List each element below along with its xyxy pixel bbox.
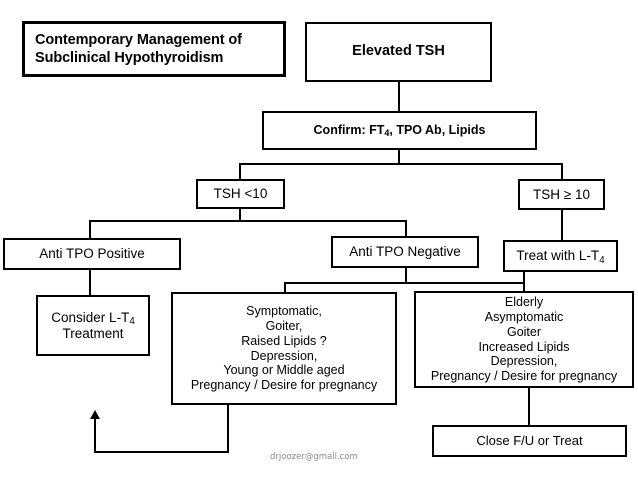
node-anti-tpo-positive-label: Anti TPO Positive: [39, 246, 145, 262]
node-criteria-elderly[interactable]: Elderly Asymptomatic Goiter Increased Li…: [414, 291, 634, 388]
criteria-elderly-line-6: Pregnancy / Desire for pregnancy: [430, 369, 618, 383]
node-treat-prefix: Treat with L-T: [516, 248, 600, 264]
node-tsh-high-label: TSH ≥ 10: [533, 186, 590, 202]
node-close-fu-or-treat[interactable]: Close F/U or Treat: [432, 425, 627, 457]
criteria-young-line-1: Symptomatic,: [246, 304, 322, 319]
node-anti-tpo-negative-label: Anti TPO Negative: [349, 244, 461, 260]
connector-positive-to-consider: [89, 270, 91, 295]
node-anti-tpo-positive[interactable]: Anti TPO Positive: [3, 238, 181, 270]
node-treat-with-lt4[interactable]: Treat with L-T4: [503, 240, 618, 272]
node-tsh-low-label: TSH <10: [213, 186, 268, 202]
node-consider-lt4[interactable]: Consider L-T4 Treatment: [36, 295, 150, 356]
feedback-loop-arrowhead: [90, 410, 100, 419]
node-treat-with-lt4-label: Treat with L-T4: [505, 248, 616, 266]
connector-elevated-to-confirm: [398, 82, 400, 111]
connector-tshlow-stem: [239, 208, 241, 222]
node-consider-lt4-label: Consider L-T4 Treatment: [38, 310, 148, 342]
criteria-young-line-4: Depression,: [250, 348, 318, 363]
node-tsh-high[interactable]: TSH ≥ 10: [518, 179, 605, 210]
node-confirm-subscript: 4: [384, 128, 390, 139]
connector-confirm-stem: [398, 150, 400, 165]
node-criteria-young[interactable]: Symptomatic, Goiter, Raised Lipids ? Dep…: [171, 292, 397, 405]
criteria-young-line-2: Goiter,: [265, 319, 303, 333]
node-confirm[interactable]: Confirm: FT4, TPO Ab, Lipids: [262, 111, 537, 150]
connector-treat-to-criteria-elderly: [523, 272, 525, 292]
node-anti-tpo-negative[interactable]: Anti TPO Negative: [331, 236, 479, 268]
connector-tshhigh-to-treat: [561, 210, 563, 241]
connector-to-anti-tpo-negative: [405, 220, 407, 237]
diagram-title-box: Contemporary Management of Subclinical H…: [22, 21, 286, 77]
diagram-title-line-2: Subclinical Hypothyroidism: [35, 50, 224, 66]
node-confirm-prefix: Confirm: FT: [313, 123, 385, 138]
node-elevated-tsh[interactable]: Elevated TSH: [305, 22, 492, 82]
node-consider-prefix: Consider L-T: [51, 309, 130, 325]
connector-confirm-split-bar: [239, 163, 563, 165]
criteria-elderly-line-2: Asymptomatic: [484, 310, 564, 324]
connector-negative-stem: [405, 268, 407, 284]
node-treat-subscript: 4: [599, 254, 605, 266]
criteria-young-line-3: Raised Lipids ?: [241, 333, 327, 348]
feedback-loop-across: [94, 451, 229, 453]
feedback-loop-up: [94, 418, 96, 452]
feedback-loop-down: [227, 405, 229, 453]
node-close-fu-or-treat-label: Close F/U or Treat: [476, 433, 583, 449]
footer-credit: drjoozer@gmail.com: [270, 452, 358, 462]
connector-to-tsh-low: [239, 163, 241, 180]
connector-to-criteria-young: [284, 282, 286, 293]
criteria-elderly-line-4: Increased Lipids: [478, 339, 570, 354]
criteria-young-line-6: Pregnancy / Desire for pregnancy: [190, 378, 378, 392]
criteria-elderly-line-3: Goiter: [506, 324, 542, 339]
node-consider-lt4-line-1: Consider L-T4: [42, 309, 144, 328]
connector-negative-split-bar: [284, 282, 525, 284]
criteria-elderly-line-5: Depression,: [490, 354, 558, 369]
node-tsh-low[interactable]: TSH <10: [196, 179, 285, 209]
node-consider-lt4-line-2: Treatment: [62, 325, 124, 341]
connector-to-anti-tpo-positive: [89, 220, 91, 239]
connector-tshlow-split-bar: [89, 220, 407, 222]
criteria-elderly-line-1: Elderly: [504, 295, 544, 310]
node-consider-subscript: 4: [129, 316, 135, 328]
connector-elderly-to-closefu: [528, 388, 530, 425]
node-criteria-elderly-lines: Elderly Asymptomatic Goiter Increased Li…: [416, 295, 632, 384]
connector-to-tsh-high: [561, 163, 563, 180]
diagram-title-line-1: Contemporary Management of: [35, 31, 242, 48]
node-criteria-young-lines: Symptomatic, Goiter, Raised Lipids ? Dep…: [173, 304, 395, 393]
node-confirm-label: Confirm: FT4, TPO Ab, Lipids: [264, 123, 535, 138]
criteria-young-line-5: Young or Middle aged: [223, 363, 345, 378]
node-elevated-tsh-label: Elevated TSH: [352, 43, 445, 60]
node-confirm-suffix: , TPO Ab, Lipids: [389, 123, 486, 138]
